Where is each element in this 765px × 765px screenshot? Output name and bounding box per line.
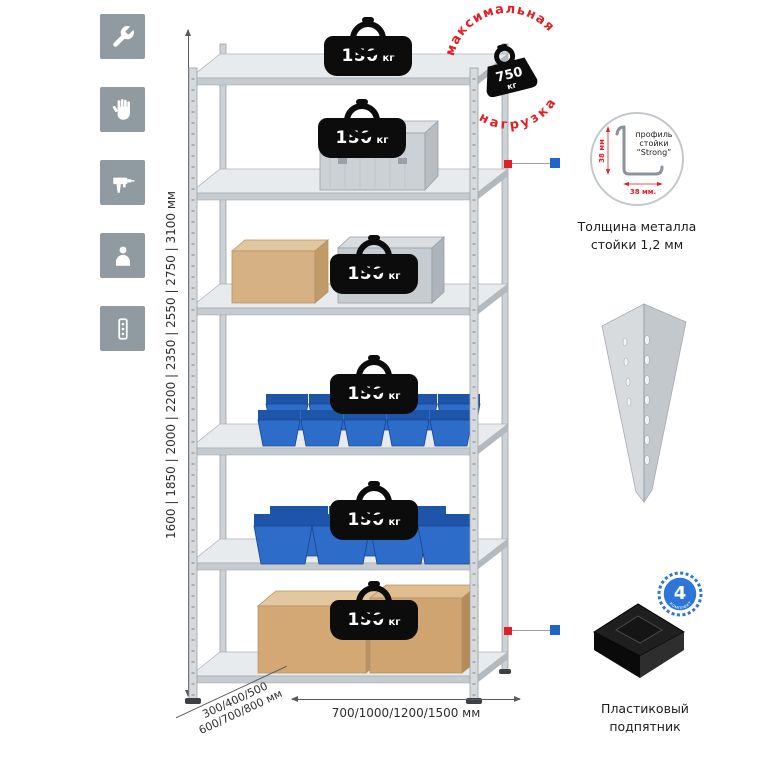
shelf-load-badge: 150 кг bbox=[330, 374, 418, 414]
plastic-foot bbox=[593, 603, 686, 678]
shelf-load-unit: кг bbox=[388, 391, 401, 402]
callout-marker-red bbox=[504, 627, 512, 635]
profile-dim-horizontal: 38 мм. bbox=[630, 188, 656, 196]
stamp-weight-icon bbox=[486, 43, 538, 98]
stamp-value: 750 bbox=[494, 65, 524, 86]
perforated-post-icon bbox=[117, 317, 128, 340]
width-dimension-label: 700/1000/1200/1500 мм bbox=[331, 706, 481, 720]
profile-dim-vertical: 38 мм bbox=[598, 139, 606, 163]
shelf-load-unit: кг bbox=[376, 135, 389, 146]
wrench-icon bbox=[112, 25, 134, 47]
callout-marker-blue bbox=[550, 158, 560, 168]
shelf-load-value: 150 bbox=[341, 46, 379, 66]
rack-posts-front bbox=[185, 67, 482, 704]
shelf-load-badge: 150 кг bbox=[330, 254, 418, 294]
callout-marker-red bbox=[504, 160, 512, 168]
corner-post-image bbox=[601, 303, 687, 504]
profile-label-3: “Strong” bbox=[637, 148, 672, 157]
callout-line bbox=[512, 630, 550, 631]
height-dimension-line bbox=[185, 29, 191, 697]
shelf-load-unit: кг bbox=[388, 517, 401, 528]
post-profile-detail: 38 мм 38 мм. профиль стойки “Strong” bbox=[590, 112, 684, 206]
shelf-load-value: 150 bbox=[335, 128, 373, 148]
feature-tile-gloves bbox=[100, 87, 145, 132]
cardboard-box-small bbox=[230, 239, 330, 304]
feature-tile-person bbox=[100, 233, 145, 278]
callout-line bbox=[512, 163, 550, 164]
profile-label-1: профиль bbox=[635, 130, 672, 139]
thickness-caption-line2: стойки 1,2 мм bbox=[590, 237, 684, 253]
callout-marker-blue bbox=[550, 625, 560, 635]
profile-label-2: стойки bbox=[639, 139, 668, 148]
drill-icon bbox=[112, 177, 134, 193]
shelf-load-unit: кг bbox=[382, 53, 395, 64]
stamp-unit: кг bbox=[506, 80, 518, 91]
quantity-badge: 4 в комплекте bbox=[657, 571, 703, 617]
width-dimension-line bbox=[291, 696, 521, 702]
person-icon bbox=[115, 246, 130, 266]
shelf-load-badge: 150 кг bbox=[330, 600, 418, 640]
gloves-icon bbox=[112, 98, 130, 120]
stamp-arc-bottom-text: нагрузка bbox=[474, 91, 566, 134]
feature-tile-post bbox=[100, 306, 145, 351]
feature-tile-drill bbox=[100, 160, 145, 205]
shelf-load-badge: 150 кг bbox=[330, 500, 418, 540]
thickness-caption: Толщина металла стойки 1,2 мм bbox=[562, 218, 712, 254]
shelf-load-value: 150 bbox=[347, 264, 385, 284]
thickness-caption-line1: Толщина металла bbox=[577, 219, 697, 234]
shelf-load-badge: 150 кг bbox=[318, 118, 406, 158]
post-profile-drawing: 38 мм 38 мм. профиль стойки “Strong” bbox=[598, 125, 673, 196]
foot-caption: Пластиковый подпятник bbox=[570, 700, 720, 736]
foot-caption-line1: Пластиковый bbox=[601, 701, 689, 716]
shelf-load-unit: кг bbox=[388, 271, 401, 282]
feature-tile-wrench bbox=[100, 14, 145, 59]
max-load-stamp: максимальная нагрузка 750 кг bbox=[434, 4, 566, 134]
shelf-load-badge: 150 кг bbox=[324, 36, 412, 76]
shelf-load-value: 150 bbox=[347, 610, 385, 630]
foot-caption-line2: подпятник bbox=[609, 719, 681, 735]
badge-quantity-value: 4 bbox=[674, 583, 687, 604]
shelf-load-value: 150 bbox=[347, 510, 385, 530]
plastic-foot-image: 4 в комплекте bbox=[593, 571, 703, 678]
shelf-load-value: 150 bbox=[347, 384, 385, 404]
shelf-load-unit: кг bbox=[388, 617, 401, 628]
small-bins-front bbox=[257, 409, 473, 447]
